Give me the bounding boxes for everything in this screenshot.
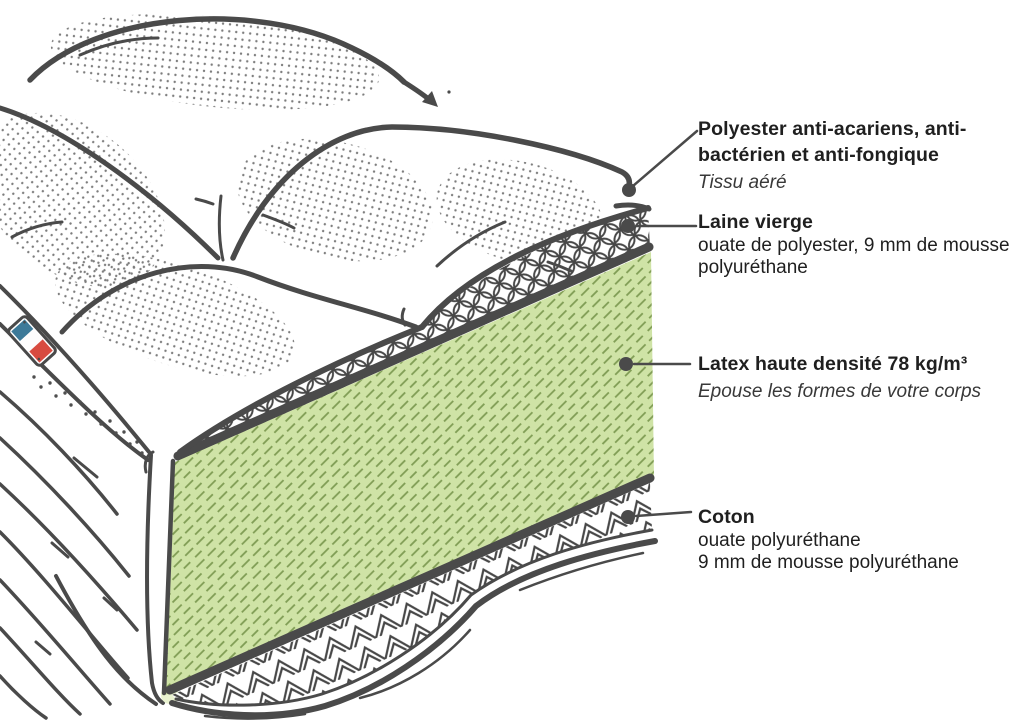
quilted-top-layer bbox=[0, 16, 652, 455]
callout-dot-laine bbox=[621, 219, 635, 233]
arrow-head-icon bbox=[422, 91, 438, 107]
callout-latex-subtitle: Epouse les formes de votre corps bbox=[698, 381, 982, 402]
callout-latex-title: Latex haute densité 78 kg/m³ bbox=[698, 353, 968, 375]
callout-coton-desc-line1: ouate polyuréthane bbox=[698, 530, 861, 551]
callout-dot-polyester bbox=[622, 183, 636, 197]
callout-laine-desc-line2: polyuréthane bbox=[698, 257, 808, 278]
dot-shading bbox=[0, 14, 604, 377]
french-flag-icon bbox=[7, 315, 57, 367]
seam-stitch-dots bbox=[32, 375, 144, 455]
callout-coton-title: Coton bbox=[698, 506, 755, 528]
callout-polyester-subtitle: Tissu aéré bbox=[698, 172, 787, 193]
side-stripes bbox=[0, 390, 139, 720]
callout-dot-coton bbox=[621, 510, 635, 524]
callout-latex: Latex haute densité 78 kg/m³ Epouse les … bbox=[698, 351, 1020, 403]
callout-laine-desc-line1: ouate de polyester, 9 mm de mousse bbox=[698, 235, 1010, 256]
wool-layer bbox=[173, 208, 654, 461]
leader-line-polyester bbox=[631, 129, 699, 188]
callout-dot-latex bbox=[619, 357, 633, 371]
bottom-fabric bbox=[169, 538, 658, 720]
callout-coton: Coton ouate polyuréthane 9 mm de mousse … bbox=[698, 504, 1020, 574]
latex-layer bbox=[161, 252, 655, 704]
callout-polyester-title: Polyester anti-acariens, anti-bactérien … bbox=[698, 118, 967, 166]
side-stripe-accents bbox=[34, 456, 119, 656]
leader-line-coton bbox=[634, 510, 693, 518]
callout-laine-title: Laine vierge bbox=[698, 211, 814, 233]
side-panel bbox=[0, 220, 165, 720]
cotton-layer bbox=[172, 483, 654, 707]
callout-polyester: Polyester anti-acariens, anti-bactérien … bbox=[698, 116, 1020, 194]
callout-lines bbox=[619, 129, 699, 524]
callout-laine: Laine vierge ouate de polyester, 9 mm de… bbox=[698, 209, 1020, 279]
callout-coton-desc-line2: 9 mm de mousse polyuréthane bbox=[698, 552, 959, 573]
